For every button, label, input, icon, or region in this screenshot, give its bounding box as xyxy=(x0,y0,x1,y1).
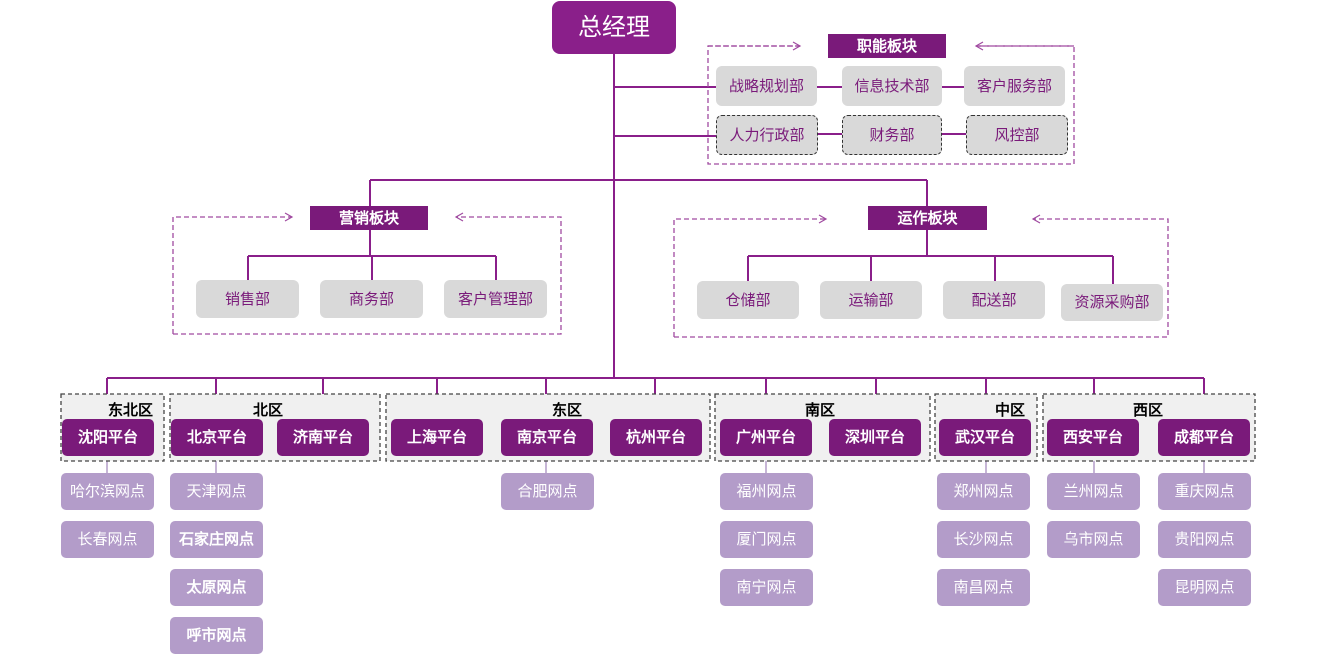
outlet-lanzhou: 兰州网点 xyxy=(1047,473,1140,510)
dept-hr-admin: 人力行政部 xyxy=(716,115,818,155)
dept-customer-service: 客户服务部 xyxy=(964,66,1065,106)
dept-procurement: 资源采购部 xyxy=(1061,284,1163,321)
dept-risk-control: 风控部 xyxy=(966,115,1068,155)
platform-shenyang: 沈阳平台 xyxy=(62,419,154,456)
functional-sector-title: 职能板块 xyxy=(828,34,946,58)
outlet-changsha: 长沙网点 xyxy=(937,521,1030,558)
dept-sales: 销售部 xyxy=(196,280,299,318)
platform-jinan: 济南平台 xyxy=(277,419,369,456)
dept-it: 信息技术部 xyxy=(842,66,942,106)
outlet-huhhot: 呼市网点 xyxy=(170,617,263,654)
region-label-east: 东区 xyxy=(552,401,583,419)
platform-wuhan: 武汉平台 xyxy=(939,419,1031,456)
outlet-guiyang: 贵阳网点 xyxy=(1158,521,1251,558)
outlet-kunming: 昆明网点 xyxy=(1158,569,1251,606)
region-label-central: 中区 xyxy=(995,401,1026,419)
platform-beijing: 北京平台 xyxy=(171,419,263,456)
dept-warehousing: 仓储部 xyxy=(697,281,799,319)
outlet-nanchang: 南昌网点 xyxy=(937,569,1030,606)
ceo-box: 总经理 xyxy=(552,1,676,54)
platform-shenzhen: 深圳平台 xyxy=(829,419,921,456)
marketing-sector-title: 营销板块 xyxy=(310,206,428,230)
dept-distribution: 配送部 xyxy=(943,281,1045,319)
operations-sector-title: 运作板块 xyxy=(868,206,987,230)
region-label-north: 北区 xyxy=(253,401,284,419)
dept-business: 商务部 xyxy=(320,280,423,318)
outlet-shijiazhuang: 石家庄网点 xyxy=(170,521,263,558)
platform-nanjing: 南京平台 xyxy=(501,419,593,456)
platform-shanghai: 上海平台 xyxy=(391,419,483,456)
outlet-chongqing: 重庆网点 xyxy=(1158,473,1251,510)
outlet-fuzhou: 福州网点 xyxy=(720,473,813,510)
platform-chengdu: 成都平台 xyxy=(1158,419,1250,456)
outlet-taiyuan: 太原网点 xyxy=(170,569,263,606)
outlet-nanning: 南宁网点 xyxy=(720,569,813,606)
outlet-zhengzhou: 郑州网点 xyxy=(937,473,1030,510)
platform-hangzhou: 杭州平台 xyxy=(610,419,702,456)
platform-xian: 西安平台 xyxy=(1047,419,1139,456)
dept-customer-management: 客户管理部 xyxy=(444,280,547,318)
dept-finance: 财务部 xyxy=(842,115,942,155)
outlet-changchun: 长春网点 xyxy=(61,521,154,558)
dept-strategy: 战略规划部 xyxy=(716,66,817,106)
outlet-urumqi: 乌市网点 xyxy=(1047,521,1140,558)
outlet-tianjin: 天津网点 xyxy=(170,473,263,510)
outlet-harbin: 哈尔滨网点 xyxy=(61,473,154,510)
region-label-south: 南区 xyxy=(805,401,836,419)
region-label-northeast: 东北区 xyxy=(108,401,154,419)
region-label-west: 西区 xyxy=(1133,401,1164,419)
dept-transport: 运输部 xyxy=(820,281,922,319)
outlet-hefei: 合肥网点 xyxy=(501,473,594,510)
platform-guangzhou: 广州平台 xyxy=(720,419,812,456)
outlet-xiamen: 厦门网点 xyxy=(720,521,813,558)
